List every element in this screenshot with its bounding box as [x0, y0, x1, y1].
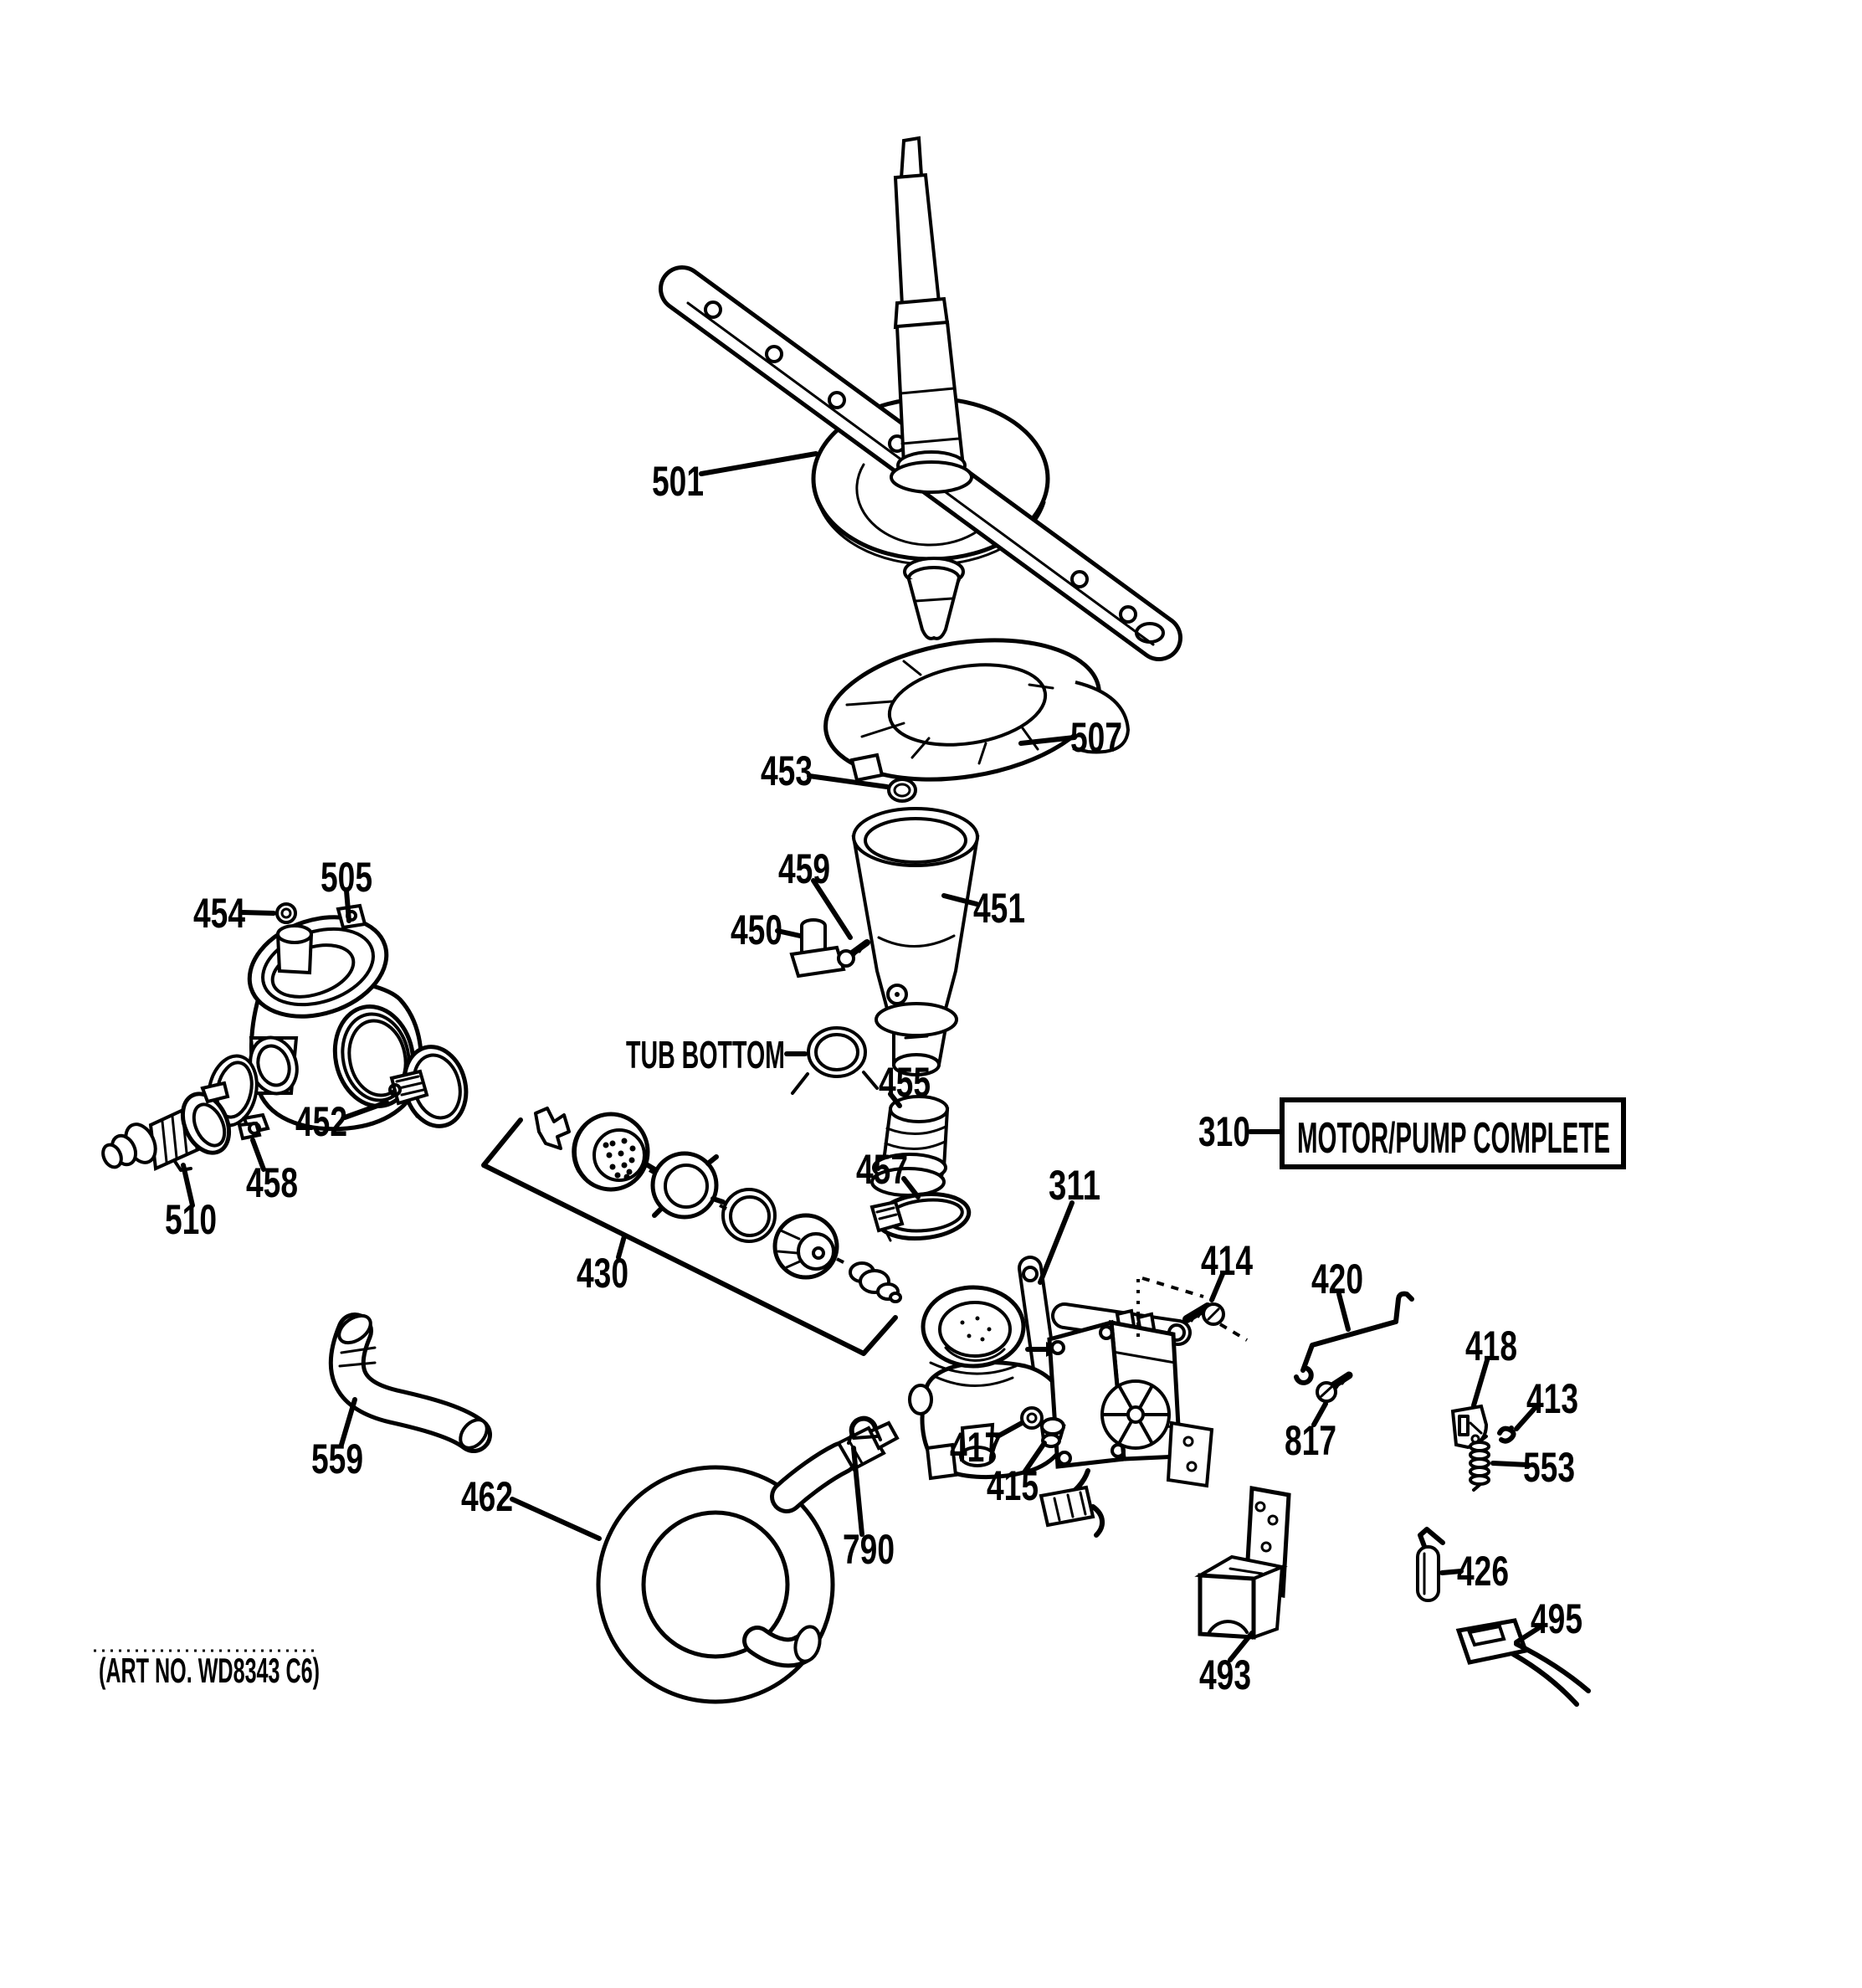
clip-450-drawing — [789, 918, 846, 979]
callout-553: 553 — [1523, 1444, 1575, 1491]
callout-507: 507 — [1070, 714, 1122, 761]
leader-495 — [1514, 1625, 1542, 1645]
leader-505 — [344, 888, 351, 923]
callout-790: 790 — [843, 1526, 895, 1573]
callout-459: 459 — [778, 845, 830, 892]
leader-553 — [1490, 1461, 1531, 1467]
leader-457 — [901, 1176, 921, 1199]
clip-413-drawing — [1497, 1426, 1516, 1444]
callout-454: 454 — [193, 890, 245, 937]
motor-drawing — [1047, 1308, 1214, 1488]
callout-426: 426 — [1457, 1548, 1509, 1595]
leader-420 — [1336, 1292, 1351, 1332]
clamp-457-drawing — [869, 1192, 972, 1242]
leader-453 — [807, 773, 890, 789]
callout-450: 450 — [731, 907, 782, 953]
leader-817 — [1311, 1401, 1328, 1427]
callout-559: 559 — [311, 1436, 363, 1482]
motor-pump-box-label: MOTOR/PUMP COMPLETE — [1297, 1114, 1610, 1163]
connector-495-drawing — [1455, 1618, 1591, 1707]
leader-413 — [1514, 1404, 1539, 1431]
callout-495: 495 — [1531, 1595, 1582, 1642]
volute-505-drawing — [247, 903, 423, 1132]
motor-pump-box: MOTOR/PUMP COMPLETE — [1280, 1097, 1626, 1169]
art-number-label: (ART NO. WD8343 C6) — [99, 1651, 320, 1690]
hose-559-drawing — [328, 1312, 492, 1453]
leader-418 — [1471, 1358, 1490, 1408]
leader-311 — [1038, 1200, 1075, 1285]
washer-417-drawing — [1020, 1406, 1044, 1430]
tub-bottom-gasket-drawing — [784, 1026, 879, 1095]
callout-414: 414 — [1201, 1237, 1253, 1284]
coupling-455-drawing — [870, 1095, 950, 1197]
o-ring-453-drawing — [887, 778, 917, 803]
callout-leaders — [181, 451, 1542, 1662]
leader-790 — [851, 1446, 864, 1537]
leader-459 — [811, 878, 853, 940]
filter-stack-430-drawing — [481, 1107, 902, 1356]
callout-462: 462 — [461, 1473, 513, 1520]
leader-462 — [510, 1497, 602, 1541]
callout-417: 417 — [950, 1424, 1002, 1471]
leader-451 — [941, 893, 979, 907]
callout-413: 413 — [1526, 1375, 1578, 1422]
callout-458: 458 — [246, 1159, 298, 1206]
callout-415: 415 — [987, 1462, 1039, 1509]
callout-493: 493 — [1199, 1652, 1251, 1698]
leader-510 — [181, 1163, 195, 1208]
leader-454 — [240, 910, 276, 916]
bracket-solenoid-493-drawing — [1194, 1486, 1291, 1640]
wire-420-drawing — [1294, 1291, 1414, 1385]
callout-420: 420 — [1311, 1256, 1363, 1302]
check-valve-510-drawing — [101, 1081, 232, 1172]
leader-452 — [342, 1100, 389, 1120]
leader-450 — [775, 928, 803, 938]
pump-support-507-drawing — [823, 638, 1131, 783]
leader-430 — [616, 1234, 627, 1260]
leader-417 — [995, 1420, 1024, 1439]
callout-453: 453 — [761, 747, 813, 794]
callout-labels: 501 507 453 459 450 451 505 454 452 458 … — [165, 458, 1582, 1698]
callout-501: 501 — [652, 458, 704, 505]
callout-311: 311 — [1049, 1162, 1100, 1209]
wiring-harness-drawing — [1039, 1468, 1105, 1538]
tub-bottom-label: TUB BOTTOM — [626, 1033, 785, 1076]
leader-414 — [1209, 1271, 1225, 1302]
screw-414-drawing — [1136, 1277, 1249, 1344]
callout-310: 310 — [1198, 1108, 1250, 1155]
callout-455: 455 — [879, 1059, 931, 1106]
callout-817: 817 — [1285, 1417, 1336, 1464]
leader-493 — [1228, 1631, 1254, 1662]
leader-455 — [888, 1092, 902, 1108]
funnel-451-drawing — [851, 807, 980, 1076]
thermostat-426-drawing — [1416, 1527, 1445, 1602]
callout-452: 452 — [295, 1098, 347, 1145]
leader-507 — [1018, 735, 1077, 746]
callout-505: 505 — [321, 854, 372, 901]
spray-arm-assembly-drawing — [659, 136, 1182, 661]
screw-817-drawing — [1316, 1371, 1353, 1403]
clamp-452-drawing — [388, 1045, 469, 1128]
leader-415 — [1022, 1441, 1047, 1475]
leader-426 — [1439, 1569, 1464, 1575]
clip-790-drawing — [847, 1415, 882, 1445]
callout-451: 451 — [973, 885, 1025, 932]
plug-415-drawing — [1039, 1417, 1066, 1448]
screw-459-drawing — [837, 939, 870, 968]
callout-457: 457 — [856, 1146, 908, 1193]
art-number: (ART NO. WD8343 C6) — [94, 1649, 320, 1690]
spring-553-drawing — [1469, 1435, 1490, 1492]
leader-559 — [339, 1397, 357, 1447]
leader-501 — [699, 451, 818, 476]
leader-458 — [250, 1138, 266, 1172]
o-ring-454-drawing — [275, 902, 297, 924]
callout-430: 430 — [577, 1250, 628, 1297]
drain-hose-462-drawing — [596, 1420, 900, 1704]
callout-510: 510 — [165, 1196, 217, 1243]
callout-418: 418 — [1465, 1323, 1517, 1369]
